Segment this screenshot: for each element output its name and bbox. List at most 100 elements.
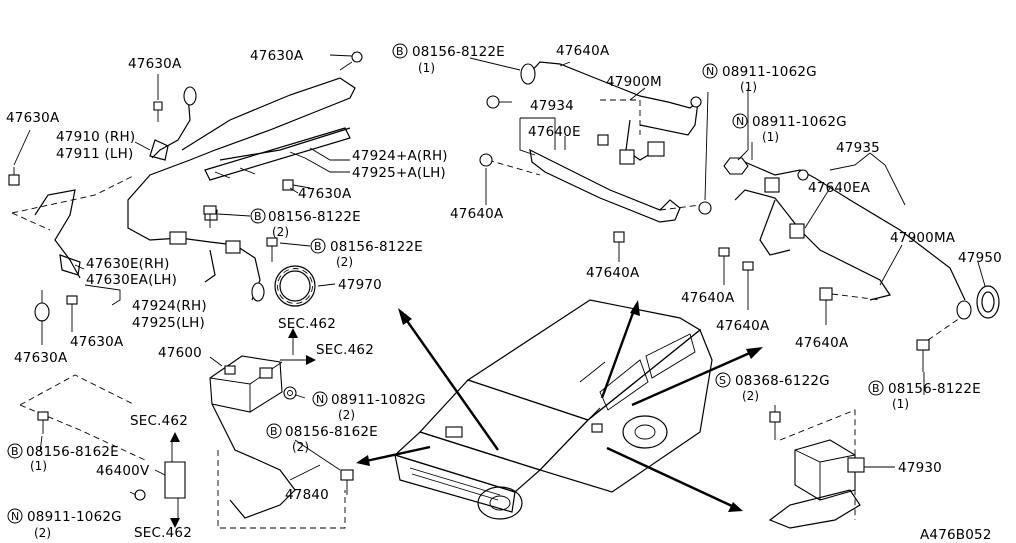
label-47640ea: 47640EA [808,180,871,196]
prefix-b: B [872,382,880,395]
label-08911-1082g: 08911-1082G [331,392,426,408]
label-47934: 47934 [530,98,574,114]
prefix-n: N [316,393,324,406]
b-prefix-icon [266,423,282,439]
bolt-icon [916,339,930,372]
s-prefix-icon [715,372,731,388]
bolt-icon [718,247,730,285]
bolt-icon [339,51,363,71]
label-08156-8162e: 08156-8162E [26,444,119,460]
label-qty: (2) [336,255,353,269]
prefix-b: B [396,45,404,58]
rear-sensor-rh-group [469,57,712,262]
label-47910-rh: 47910 (RH) [56,129,135,145]
label-47630a: 47630A [128,56,182,72]
label-47600: 47600 [158,345,202,361]
nut-icon [698,201,712,215]
n-prefix-icon [7,508,23,524]
bolt-icon [34,290,50,322]
prefix-b: B [270,425,278,438]
bolt-icon [797,169,809,181]
bolt-icon [203,205,217,228]
b-prefix-icon [310,238,326,254]
label-47911-lh: 47911 (LH) [56,146,133,162]
bolt-icon [769,411,781,440]
prefix-s: S [719,374,726,387]
label-47630a: 47630A [14,350,68,366]
b-prefix-icon [392,43,408,59]
label-47935: 47935 [836,140,880,156]
n-prefix-icon [312,391,328,407]
label-08156-8162e: 08156-8162E [285,424,378,440]
label-47900m: 47900M [606,74,662,90]
label-47924a-rh: 47924+A(RH) [352,148,448,164]
bolt-icon [8,167,20,186]
bolt-icon [266,237,278,262]
label-sec-462: SEC.462 [316,342,374,358]
label-47640a: 47640A [681,290,735,306]
actuator-group [19,355,354,529]
n-prefix-icon [732,113,748,129]
label-08156-8122e: 08156-8122E [412,44,505,60]
label-qty: (2) [742,389,759,403]
label-47840: 47840 [285,487,329,503]
prefix-b: B [314,240,322,253]
bolt-icon [340,469,354,495]
nut-icon [283,386,297,400]
bolt-icon [486,95,512,109]
tone-ring-icon [274,265,316,307]
label-47950: 47950 [958,250,1002,266]
tone-ring-icon [976,285,1000,319]
bolt-icon [742,261,754,310]
label-sec-462: SEC.462 [278,316,336,332]
prefix-b: B [11,445,19,458]
label-47925a-lh: 47925+A(LH) [352,165,446,181]
bolt-icon [153,101,163,122]
g-sensor-group [768,405,895,529]
label-qty: (2) [272,225,289,239]
label-47630ea-lh: 47630EA(LH) [86,272,177,288]
bolt-icon [479,153,493,167]
bolt-icon [37,411,49,434]
rear-sensor-lh-group [718,88,1000,395]
label-47630a: 47630A [250,48,304,64]
drawing-code: A476B052 [920,527,992,543]
bolt-icon [690,96,702,108]
label-qty: (2) [338,408,355,422]
label-sec-462: SEC.462 [130,413,188,429]
label-47900ma: 47900MA [890,230,956,246]
label-qty: (1) [740,80,757,94]
label-47640a: 47640A [795,335,849,351]
label-47924-rh: 47924(RH) [132,298,207,314]
label-08911-1062g: 08911-1062G [722,64,817,80]
nut-icon [723,157,749,175]
label-08368-6122g: 08368-6122G [735,373,830,389]
b-prefix-icon [7,443,23,459]
prefix-n: N [706,65,714,78]
label-qty: (1) [30,459,47,473]
prefix-b: B [254,210,262,223]
prefix-n: N [11,510,19,523]
label-qty: (2) [34,526,51,540]
label-47640e: 47640E [528,124,581,140]
part-labels: 47630A 47630A 47630A 47910 (RH) 47911 (L… [6,43,1002,543]
label-47925-lh: 47925(LH) [132,315,205,331]
label-47630a: 47630A [6,110,60,126]
bolt-icon [66,295,78,322]
label-47640a: 47640A [586,265,640,281]
label-qty: (1) [762,130,779,144]
bolt-icon [613,231,625,258]
label-47630e-rh: 47630E(RH) [86,256,170,272]
bolt-icon [819,287,833,325]
prefix-n: N [736,115,744,128]
label-47970: 47970 [338,277,382,293]
n-prefix-icon [702,63,718,79]
label-47640a: 47640A [450,206,504,222]
label-08911-1062g: 08911-1062G [27,509,122,525]
label-08156-8122e: 08156-8122E [268,209,361,225]
label-47630a: 47630A [70,334,124,350]
label-47630a: 47630A [298,186,352,202]
label-qty: (1) [892,397,909,411]
b-prefix-icon [250,208,266,224]
